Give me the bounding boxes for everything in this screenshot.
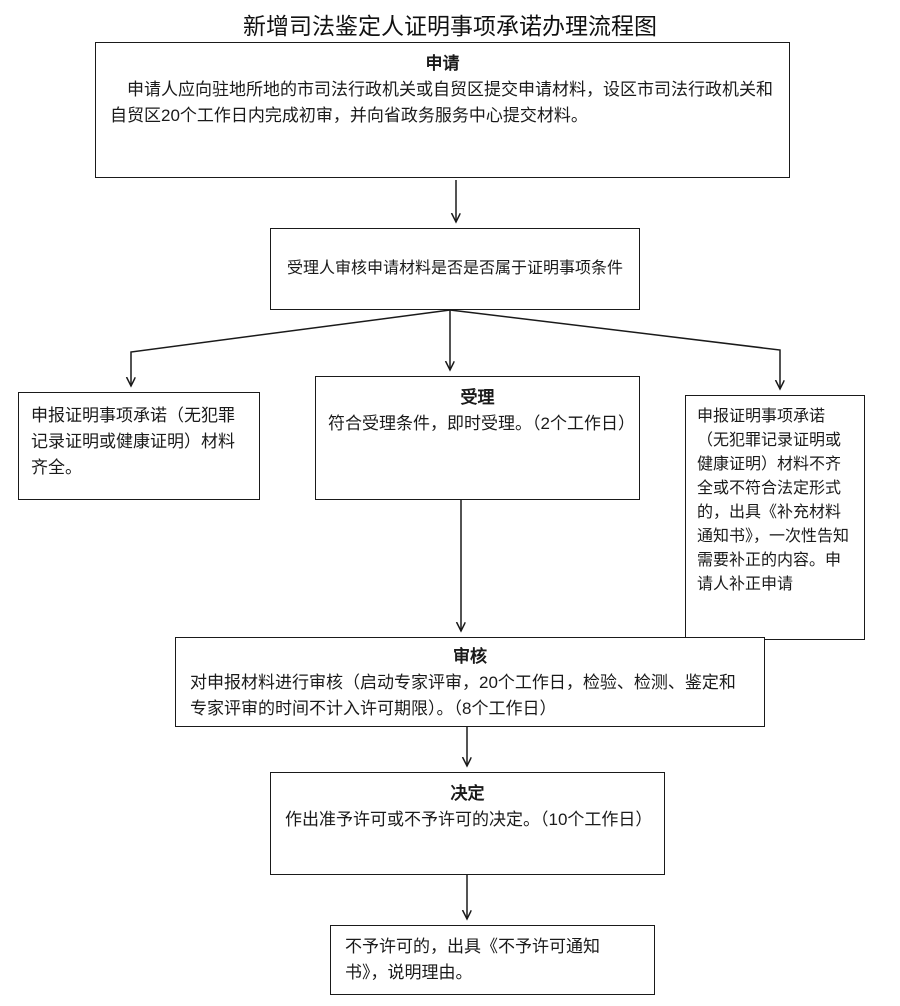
page-title: 新增司法鉴定人证明事项承诺办理流程图 bbox=[243, 13, 657, 39]
decision-box-body: 作出准予许可或不予许可的决定。（10个工作日） bbox=[285, 810, 653, 829]
apply-box-body: 申请人应向驻地所地的市司法行政机关或自贸区提交申请材料，设区市司法行政机关和自贸… bbox=[110, 80, 773, 125]
check-box-body: 受理人审核申请材料是否是否属于证明事项条件 bbox=[286, 260, 623, 277]
accept-box-body: 符合受理条件，即时受理。（2个工作日） bbox=[328, 414, 635, 433]
check-box: 受理人审核申请材料是否是否属于证明事项条件 bbox=[270, 228, 640, 310]
material-complete-body: 申报证明事项承诺（无犯罪记录证明或健康证明）材料齐全。 bbox=[31, 406, 235, 477]
deny-box: 不予许可的，出具《不予许可通知书》，说明理由。 bbox=[330, 925, 655, 995]
decision-box-header: 决定 bbox=[450, 784, 485, 803]
apply-box-header: 申请 bbox=[425, 54, 460, 73]
material-incomplete-body: 申报证明事项承诺（无犯罪记录证明或健康证明）材料不齐全或不符合法定形式的，出具《… bbox=[697, 408, 850, 593]
deny-box-body: 不予许可的，出具《不予许可通知书》，说明理由。 bbox=[345, 937, 600, 982]
decision-box: 决定 作出准予许可或不予许可的决定。（10个工作日） bbox=[270, 772, 665, 875]
material-complete-box: 申报证明事项承诺（无犯罪记录证明或健康证明）材料齐全。 bbox=[18, 392, 260, 500]
audit-box-header: 审核 bbox=[453, 647, 487, 666]
accept-box: 受理 符合受理条件，即时受理。（2个工作日） bbox=[315, 376, 640, 500]
audit-box: 审核 对申报材料进行审核（启动专家评审，20个工作日，检验、检测、鉴定和专家评审… bbox=[175, 637, 765, 727]
accept-box-header: 受理 bbox=[460, 388, 495, 407]
arrow-check-to-complete bbox=[131, 309, 451, 386]
apply-box: 申请 申请人应向驻地所地的市司法行政机关或自贸区提交申请材料，设区市司法行政机关… bbox=[95, 42, 790, 178]
audit-box-body: 对申报材料进行审核（启动专家评审，20个工作日，检验、检测、鉴定和专家评审的时间… bbox=[190, 673, 736, 718]
material-incomplete-box: 申报证明事项承诺（无犯罪记录证明或健康证明）材料不齐全或不符合法定形式的，出具《… bbox=[685, 395, 865, 640]
